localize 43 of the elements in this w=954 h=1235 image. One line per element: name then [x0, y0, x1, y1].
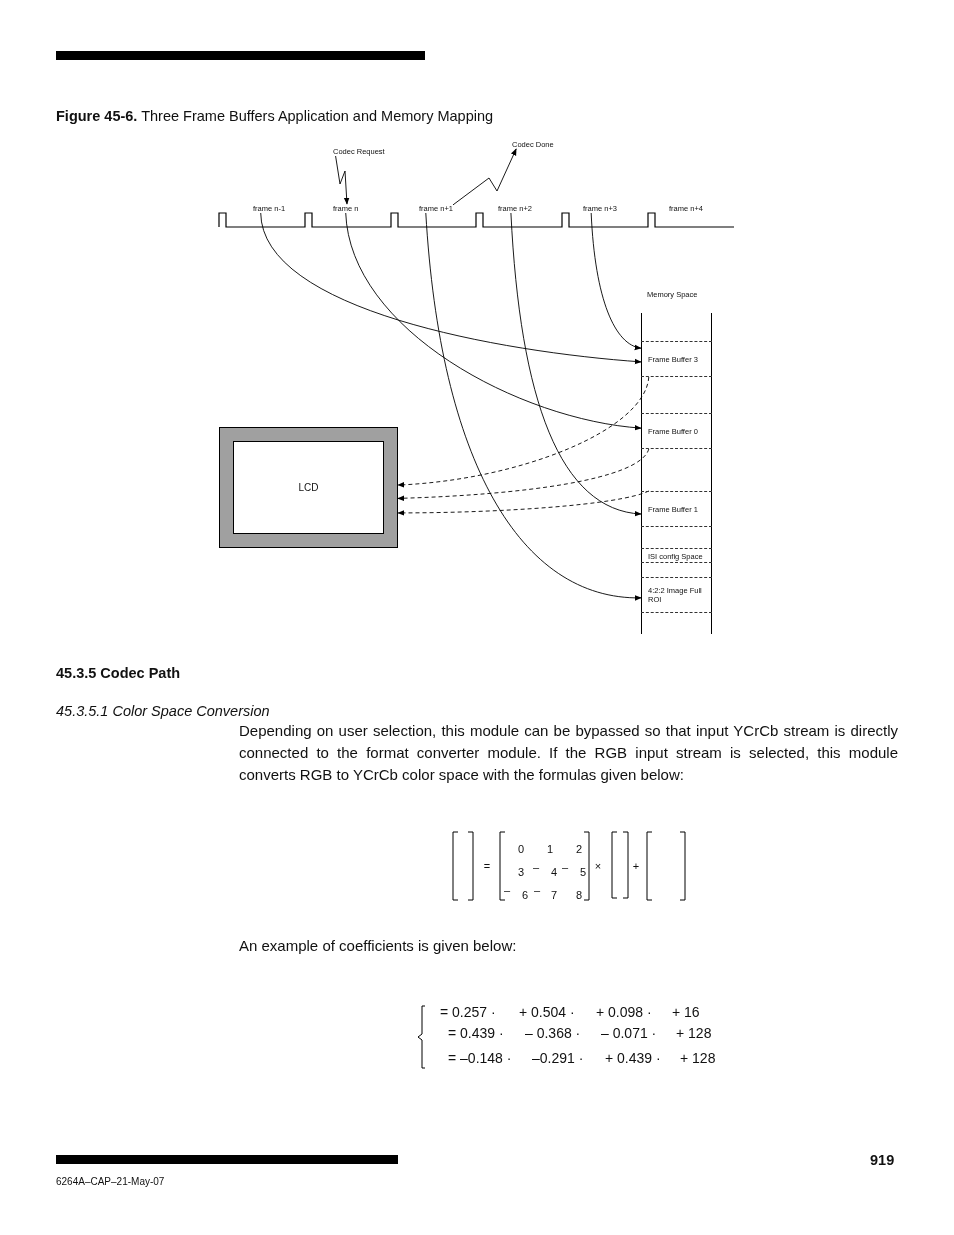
equation-term: + 16	[672, 1004, 700, 1020]
memory-slot	[641, 491, 712, 527]
memory-slot	[641, 548, 712, 563]
matrix-symbol: 4	[550, 866, 558, 878]
matrix-symbol: 2	[575, 843, 583, 855]
lcd-screen: LCD	[233, 441, 384, 534]
equation-term: – 0.368 ·	[525, 1025, 581, 1041]
equation-term: + 128	[676, 1025, 712, 1041]
matrix-symbol: ×	[594, 860, 602, 872]
matrix-symbol: 3	[517, 866, 525, 878]
matrix-symbol: –	[503, 884, 511, 896]
matrix-symbol: 8	[575, 889, 583, 901]
document-reference: 6264A–CAP–21-May-07	[56, 1175, 165, 1187]
body-paragraph: Depending on user selection, this module can be bypassed so that input YCrCb stream is directly connected to the format converter module. If the RGB input stream is selected, this module converts RGB to YCrCb color space with the formulas given below:	[239, 721, 898, 785]
equation-term: = –0.148 ·	[448, 1050, 512, 1066]
matrix-symbol: –	[532, 861, 540, 873]
equation-term: + 0.098 ·	[596, 1004, 652, 1020]
matrix-symbol: +	[632, 860, 640, 872]
matrix-symbol: –	[533, 884, 541, 896]
equation-term: – 0.071 ·	[601, 1025, 657, 1041]
equation-term: + 0.504 ·	[519, 1004, 575, 1020]
figure-title: Figure 45-6. Three Frame Buffers Application and Memory Mapping	[56, 108, 494, 124]
lcd-monitor	[219, 427, 398, 548]
memory-map-column	[641, 313, 712, 634]
memory-slot	[641, 413, 712, 449]
page-number: 919	[870, 1152, 895, 1168]
matrix-symbol: 1	[546, 843, 554, 855]
matrix-symbol: =	[483, 860, 491, 872]
matrix-symbol: 5	[579, 866, 587, 878]
memory-slot	[641, 577, 712, 613]
matrix-symbol: 7	[550, 889, 558, 901]
body-text: An example of coefficients is given below:	[239, 936, 517, 954]
equation-term: + 128	[680, 1050, 716, 1066]
section-heading: 45.3.5 Codec Path	[56, 665, 181, 681]
equation-term: –0.291 ·	[532, 1050, 584, 1066]
equation-term: + 0.439 ·	[605, 1050, 661, 1066]
matrix-symbol: 0	[517, 843, 525, 855]
equation-term: = 0.439 ·	[448, 1025, 504, 1041]
matrix-symbol: –	[561, 861, 569, 873]
equation-term: = 0.257 ·	[440, 1004, 496, 1020]
subsection-heading: 45.3.5.1 Color Space Conversion	[56, 703, 270, 719]
matrix-symbol: 6	[521, 889, 529, 901]
memory-slot	[641, 341, 712, 377]
